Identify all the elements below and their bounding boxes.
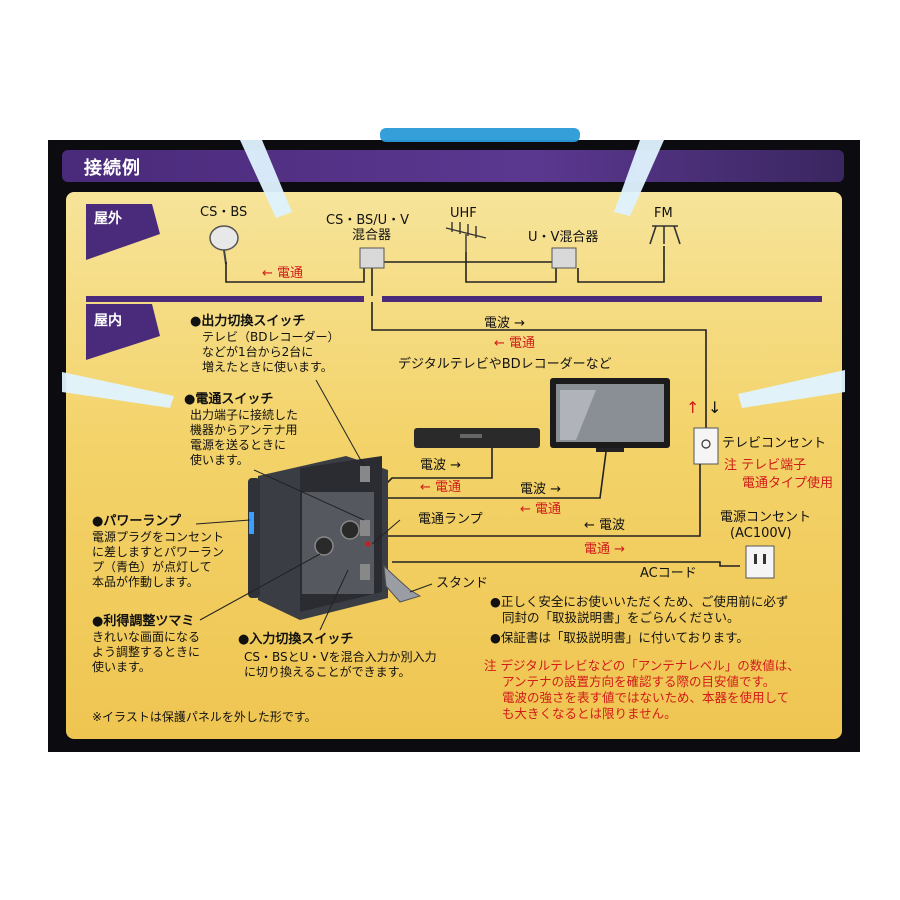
antenna-level-note-4: も大きくなるとは限りません。 <box>502 706 677 721</box>
power-switch-title: ●電通スイッチ <box>184 392 274 407</box>
gain-knob-body-2: よう調整するときに <box>92 645 201 659</box>
warranty-note: ●保証書は「取扱説明書」に付いております。 <box>490 630 749 645</box>
diagram-board <box>66 192 842 739</box>
uhf-label: UHF <box>450 206 477 221</box>
recorder-denpa: 電波 → <box>420 458 462 473</box>
tv-denpa: 電波 → <box>520 482 562 497</box>
uv-mixer-box <box>551 247 577 269</box>
leader-lines <box>195 379 433 631</box>
indoor-denpa-top: 電波 → <box>484 316 526 331</box>
output-switch-body-2: などが1台から2台に <box>202 345 314 359</box>
fm-antenna-icon <box>649 225 681 245</box>
safety-note-line2: 同封の「取扱説明書」をごらんください。 <box>502 610 740 625</box>
power-lamp-title: ●パワーランプ <box>92 514 181 529</box>
power-outlet-label-line2: (AC100V) <box>730 526 792 541</box>
antenna-level-note-2: アンテナの設置方向を確認する際の目安値です。 <box>502 674 776 689</box>
ac-cord-label: ACコード <box>640 566 697 581</box>
power-switch-body-2: 機器からアンテナ用 <box>190 423 298 437</box>
fm-label: FM <box>654 206 673 221</box>
power-lamp-body-4: 本品が作動します。 <box>92 575 199 589</box>
power-lamp-body-2: に差しますとパワーラン <box>92 545 225 559</box>
safety-note-line1: ●正しく安全にお使いいただくため、ご使用前に必ず <box>490 594 789 609</box>
dish-icon <box>209 225 239 265</box>
section-title: 接続例 <box>84 158 141 179</box>
gain-knob-body-1: きれいな画面になる <box>92 630 201 644</box>
power-outlet-icon <box>745 545 775 579</box>
input-switch-body-2: に切り換えることができます。 <box>244 665 411 679</box>
indoor-tag-shape <box>86 304 160 360</box>
down-arrow: ↓ <box>708 398 722 417</box>
mixer-main-label-line2: 混合器 <box>352 228 392 243</box>
antenna-level-note-1: 注 デジタルテレビなどの「アンテナレベル」の数値は、 <box>484 658 800 673</box>
mixer-main-label-line1: CS・BS/U・V <box>326 213 410 228</box>
tv-description-label: デジタルテレビやBDレコーダーなど <box>398 357 612 372</box>
tv-set <box>550 378 670 452</box>
tv-outlet-note-line1: 注 テレビ端子 <box>724 458 807 473</box>
light-beams <box>62 128 845 408</box>
gain-knob-title: ●利得調整ツマミ <box>92 614 195 629</box>
cs-bs-label: CS・BS <box>200 205 248 220</box>
uhf-antenna-icon <box>445 222 487 252</box>
indoor-dentsu-top: ← 電通 <box>494 336 536 351</box>
tv-outlet-note-line2: 電通タイプ使用 <box>742 476 834 491</box>
gain-knob-body-3: 使います。 <box>92 660 151 674</box>
power-lamp-label: 電通ランプ <box>418 512 483 527</box>
cs-bs-uv-mixer-box <box>359 247 385 269</box>
indoor-zone-label: 屋内 <box>94 313 122 329</box>
outdoor-tag-shape <box>86 204 160 260</box>
output-switch-body-3: 増えたときに使います。 <box>202 360 333 374</box>
input-denpa: ← 電波 <box>584 518 626 533</box>
power-outlet-label-line1: 電源コンセント <box>720 510 812 525</box>
power-switch-body-4: 使います。 <box>190 453 249 467</box>
input-dentsu: 電通 → <box>584 542 626 557</box>
output-switch-body-1: テレビ（BDレコーダー） <box>202 330 340 344</box>
tv-dentsu: ← 電通 <box>520 502 562 517</box>
outdoor-cables <box>225 246 665 296</box>
section-header <box>62 150 844 182</box>
up-arrow: ↑ <box>686 398 700 417</box>
stand-label: スタンド <box>436 576 489 591</box>
outdoor-zone-label: 屋外 <box>94 211 122 227</box>
tv-outlet-icon <box>693 427 719 465</box>
zone-divider-left <box>86 296 364 302</box>
power-lamp-body-1: 電源プラグをコンセント <box>92 530 225 544</box>
power-lamp-body-3: プ（青色）が点灯して <box>92 560 212 574</box>
recorder-dentsu: ← 電通 <box>420 480 462 495</box>
power-switch-body-1: 出力端子に接続した <box>190 408 299 422</box>
bd-recorder <box>414 428 540 448</box>
antenna-level-note-3: 電波の強さを表す値ではないため、本器を使用して <box>502 690 790 705</box>
uv-mixer-label: U・V混合器 <box>528 230 599 245</box>
zone-divider-right <box>382 296 822 302</box>
booster-device <box>248 456 388 620</box>
stand-shape <box>383 564 422 603</box>
tv-outlet-label: テレビコンセント <box>722 436 827 451</box>
input-switch-title: ●入力切換スイッチ <box>238 632 354 647</box>
outdoor-power-flow: ← 電通 <box>262 266 304 281</box>
output-switch-title: ●出力切換スイッチ <box>190 314 306 329</box>
power-switch-body-3: 電源を送るときに <box>190 438 287 452</box>
indoor-main-cable <box>371 302 707 428</box>
input-switch-body-1: CS・BSとU・Vを混合入力か別入力 <box>244 650 437 664</box>
illustration-note: ※イラストは保護パネルを外した形です。 <box>92 710 317 724</box>
